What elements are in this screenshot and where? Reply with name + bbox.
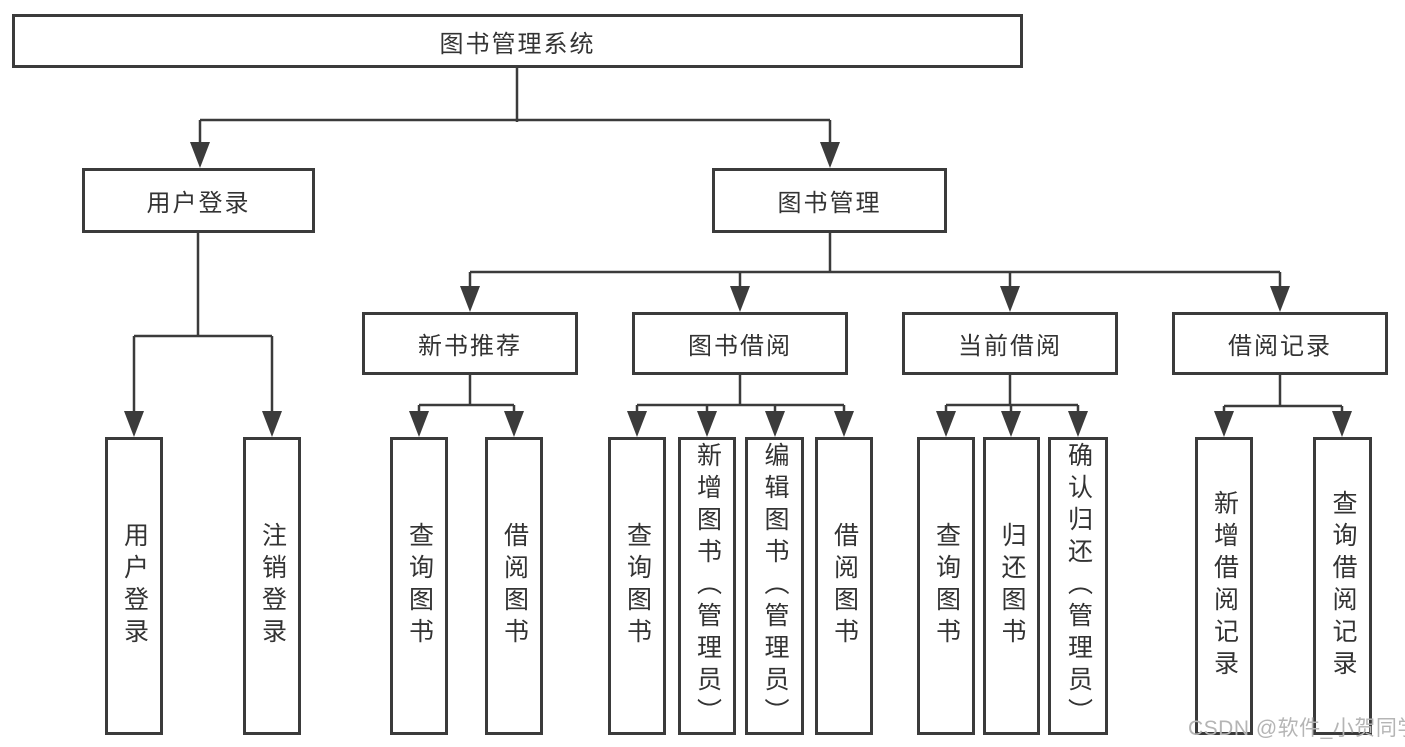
arrowhead-icon [124, 411, 144, 437]
node-current-borrow: 当前借阅 [902, 312, 1118, 375]
leaf-query-book-1: 查询图书 [390, 437, 448, 735]
arrowhead-icon [834, 411, 854, 437]
leaf-add-book-admin-label: 新增图书（管理员） [693, 442, 722, 730]
leaf-query-book-2: 查询图书 [608, 437, 666, 735]
arrowhead-icon [1214, 411, 1234, 437]
arrowhead-icon [936, 411, 956, 437]
leaf-query-borrow-record-label: 查询借阅记录 [1329, 490, 1357, 682]
leaf-borrow-book-2-label: 借阅图书 [830, 522, 859, 650]
node-borrow-records-label: 借阅记录 [1228, 333, 1332, 360]
node-book-borrow-label: 图书借阅 [688, 333, 792, 360]
arrowhead-icon [730, 286, 750, 312]
leaf-query-book-3: 查询图书 [917, 437, 975, 735]
leaf-query-borrow-record: 查询借阅记录 [1313, 437, 1372, 735]
arrowhead-icon [190, 142, 210, 168]
node-new-book-recommend: 新书推荐 [362, 312, 578, 375]
node-book-borrow: 图书借阅 [632, 312, 848, 375]
leaf-borrow-book-2: 借阅图书 [815, 437, 873, 735]
arrowhead-icon [262, 411, 282, 437]
arrowhead-icon [697, 411, 717, 437]
node-root-label: 图书管理系统 [439, 30, 596, 58]
node-user-login-label: 用户登录 [146, 190, 251, 217]
node-borrow-records: 借阅记录 [1172, 312, 1388, 375]
arrowhead-icon [460, 286, 480, 312]
leaf-user-login-label: 用户登录 [120, 522, 149, 650]
node-root: 图书管理系统 [12, 14, 1023, 68]
leaf-return-book: 归还图书 [983, 437, 1040, 735]
leaf-edit-book-admin-label: 编辑图书（管理员） [761, 442, 789, 730]
arrowhead-icon [820, 142, 840, 168]
leaf-query-book-2-label: 查询图书 [623, 522, 652, 650]
leaf-edit-book-admin: 编辑图书（管理员） [745, 437, 804, 735]
csdn-watermark: CSDN @软件_小贺同学 [1188, 717, 1405, 740]
leaf-query-book-1-label: 查询图书 [405, 522, 434, 650]
leaf-borrow-book-1: 借阅图书 [485, 437, 543, 735]
leaf-confirm-return-admin: 确认归还（管理员） [1048, 437, 1108, 735]
node-book-management-label: 图书管理 [777, 190, 882, 217]
node-book-management: 图书管理 [712, 168, 947, 233]
arrowhead-icon [765, 411, 785, 437]
leaf-logout: 注销登录 [243, 437, 301, 735]
leaf-add-book-admin: 新增图书（管理员） [678, 437, 736, 735]
leaf-logout-label: 注销登录 [258, 522, 287, 650]
arrowhead-icon [1001, 411, 1021, 437]
arrowhead-icon [1000, 286, 1020, 312]
arrowhead-icon [1068, 411, 1088, 437]
arrowhead-icon [1332, 411, 1352, 437]
leaf-borrow-book-1-label: 借阅图书 [500, 522, 529, 650]
leaf-query-book-3-label: 查询图书 [932, 522, 961, 650]
arrowhead-icon [504, 411, 524, 437]
arrowhead-icon [627, 411, 647, 437]
leaf-confirm-return-admin-label: 确认归还（管理员） [1064, 442, 1093, 730]
arrowhead-icon [1270, 286, 1290, 312]
node-new-book-recommend-label: 新书推荐 [418, 333, 522, 360]
leaf-add-borrow-record: 新增借阅记录 [1195, 437, 1253, 735]
leaf-return-book-label: 归还图书 [998, 522, 1026, 650]
leaf-add-borrow-record-label: 新增借阅记录 [1210, 490, 1239, 682]
arrowhead-icon [409, 411, 429, 437]
leaf-user-login: 用户登录 [105, 437, 163, 735]
node-current-borrow-label: 当前借阅 [958, 333, 1062, 360]
node-user-login: 用户登录 [82, 168, 315, 233]
